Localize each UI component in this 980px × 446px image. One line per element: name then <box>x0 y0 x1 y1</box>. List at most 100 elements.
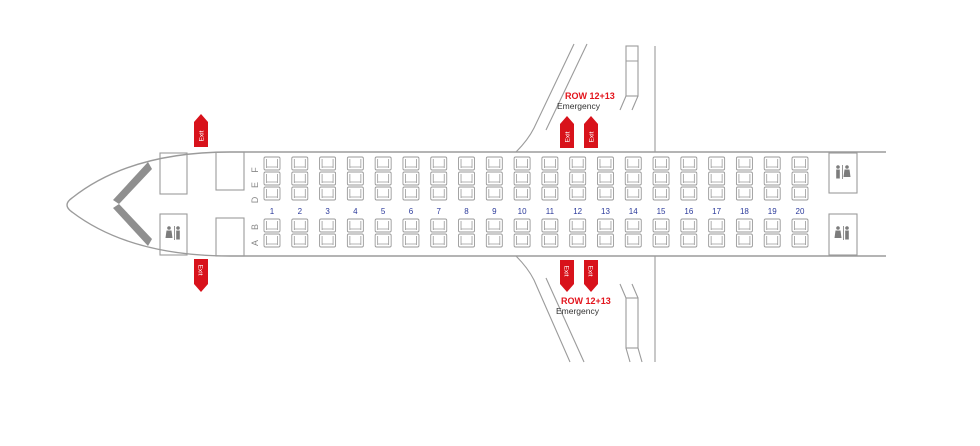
seat-16D[interactable] <box>680 186 698 201</box>
seat-11E[interactable] <box>541 171 559 186</box>
seat-2A[interactable] <box>291 233 309 248</box>
seat-11B[interactable] <box>541 218 559 233</box>
seat-3A[interactable] <box>319 233 337 248</box>
seat-17B[interactable] <box>708 218 726 233</box>
seat-4E[interactable] <box>346 171 364 186</box>
seat-5A[interactable] <box>374 233 392 248</box>
seat-7D[interactable] <box>430 186 448 201</box>
seat-20B[interactable] <box>791 218 809 233</box>
seat-2E[interactable] <box>291 171 309 186</box>
seat-7B[interactable] <box>430 218 448 233</box>
seat-1D[interactable] <box>263 186 281 201</box>
seat-18F[interactable] <box>735 156 753 171</box>
seat-14E[interactable] <box>624 171 642 186</box>
seat-8F[interactable] <box>458 156 475 171</box>
seat-13F[interactable] <box>597 156 614 171</box>
seat-8E[interactable] <box>458 171 475 186</box>
seat-1E[interactable] <box>263 171 281 186</box>
seat-15D[interactable] <box>652 186 670 201</box>
seat-19E[interactable] <box>763 171 781 186</box>
seat-1B[interactable] <box>263 218 281 233</box>
seat-5D[interactable] <box>374 186 392 201</box>
seat-7A[interactable] <box>430 233 448 248</box>
seat-6D[interactable] <box>402 186 420 201</box>
seat-15B[interactable] <box>652 218 670 233</box>
seat-12E[interactable] <box>569 171 587 186</box>
seat-11F[interactable] <box>541 156 559 171</box>
seat-6B[interactable] <box>402 218 420 233</box>
seat-13E[interactable] <box>597 171 614 186</box>
seat-18D[interactable] <box>735 186 753 201</box>
seat-20A[interactable] <box>791 233 809 248</box>
seat-14F[interactable] <box>624 156 642 171</box>
seat-5E[interactable] <box>374 171 392 186</box>
seat-5F[interactable] <box>374 156 392 171</box>
seat-11A[interactable] <box>541 233 559 248</box>
seat-2B[interactable] <box>291 218 309 233</box>
seat-8A[interactable] <box>458 233 475 248</box>
seat-15F[interactable] <box>652 156 670 171</box>
seat-8D[interactable] <box>458 186 475 201</box>
seat-14B[interactable] <box>624 218 642 233</box>
seat-12F[interactable] <box>569 156 587 171</box>
seat-2D[interactable] <box>291 186 309 201</box>
seat-19F[interactable] <box>763 156 781 171</box>
seat-18E[interactable] <box>735 171 753 186</box>
seat-3F[interactable] <box>319 156 337 171</box>
seat-20D[interactable] <box>791 186 809 201</box>
seat-19D[interactable] <box>763 186 781 201</box>
seat-13A[interactable] <box>597 233 614 248</box>
seat-15E[interactable] <box>652 171 670 186</box>
seat-18B[interactable] <box>735 218 753 233</box>
seat-8B[interactable] <box>458 218 475 233</box>
seat-5B[interactable] <box>374 218 392 233</box>
seat-9A[interactable] <box>485 233 503 248</box>
seat-7F[interactable] <box>430 156 448 171</box>
seat-9D[interactable] <box>485 186 503 201</box>
seat-17E[interactable] <box>708 171 726 186</box>
seat-20F[interactable] <box>791 156 809 171</box>
seat-9E[interactable] <box>485 171 503 186</box>
seat-17A[interactable] <box>708 233 726 248</box>
seat-2F[interactable] <box>291 156 309 171</box>
seat-6F[interactable] <box>402 156 420 171</box>
seat-14D[interactable] <box>624 186 642 201</box>
seat-16F[interactable] <box>680 156 698 171</box>
seat-12A[interactable] <box>569 233 587 248</box>
seat-3B[interactable] <box>319 218 337 233</box>
seat-10A[interactable] <box>513 233 531 248</box>
seat-9B[interactable] <box>485 218 503 233</box>
seat-19B[interactable] <box>763 218 781 233</box>
seat-4A[interactable] <box>346 233 364 248</box>
seat-10E[interactable] <box>513 171 531 186</box>
seat-16E[interactable] <box>680 171 698 186</box>
seat-4D[interactable] <box>346 186 364 201</box>
seat-9F[interactable] <box>485 156 503 171</box>
seat-20E[interactable] <box>791 171 809 186</box>
seat-18A[interactable] <box>735 233 753 248</box>
seat-1A[interactable] <box>263 233 281 248</box>
seat-16B[interactable] <box>680 218 698 233</box>
seat-4F[interactable] <box>346 156 364 171</box>
seat-4B[interactable] <box>346 218 364 233</box>
seat-17F[interactable] <box>708 156 726 171</box>
seat-13B[interactable] <box>597 218 614 233</box>
seat-10D[interactable] <box>513 186 531 201</box>
seat-10F[interactable] <box>513 156 531 171</box>
seat-3E[interactable] <box>319 171 337 186</box>
seat-13D[interactable] <box>597 186 614 201</box>
seat-1F[interactable] <box>263 156 281 171</box>
seat-12D[interactable] <box>569 186 587 201</box>
seat-3D[interactable] <box>319 186 337 201</box>
seat-10B[interactable] <box>513 218 531 233</box>
seat-12B[interactable] <box>569 218 587 233</box>
seat-14A[interactable] <box>624 233 642 248</box>
seat-6A[interactable] <box>402 233 420 248</box>
seat-19A[interactable] <box>763 233 781 248</box>
seat-7E[interactable] <box>430 171 448 186</box>
seat-17D[interactable] <box>708 186 726 201</box>
seat-15A[interactable] <box>652 233 670 248</box>
seat-6E[interactable] <box>402 171 420 186</box>
seat-11D[interactable] <box>541 186 559 201</box>
seat-16A[interactable] <box>680 233 698 248</box>
